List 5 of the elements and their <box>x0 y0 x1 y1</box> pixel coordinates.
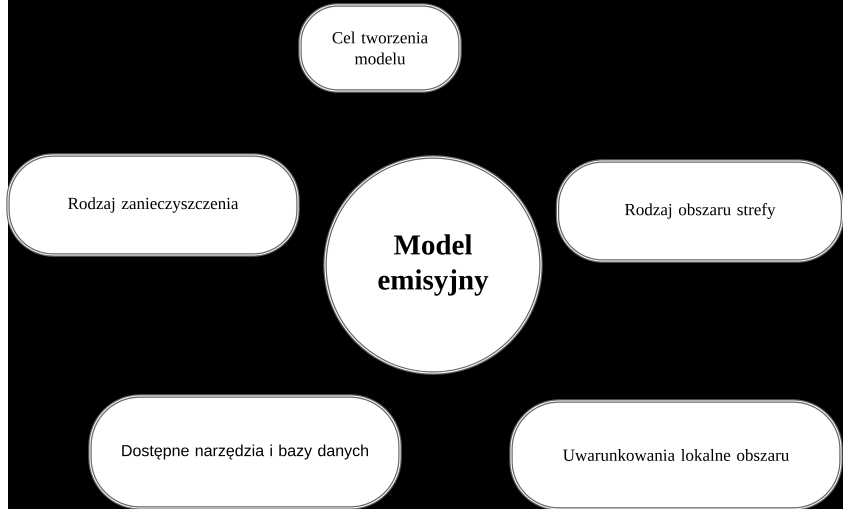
rounded-box: Uwarunkowania lokalne obszaru <box>509 399 843 509</box>
rounded-box: Rodzaj zanieczyszczenia <box>6 153 300 257</box>
rounded-box: Cel tworzenia modelu <box>298 3 462 93</box>
rounded-box: Dostępne narzędzia i bazy danych <box>88 394 402 509</box>
rounded-box: Rodzaj obszaru strefy <box>556 159 843 263</box>
